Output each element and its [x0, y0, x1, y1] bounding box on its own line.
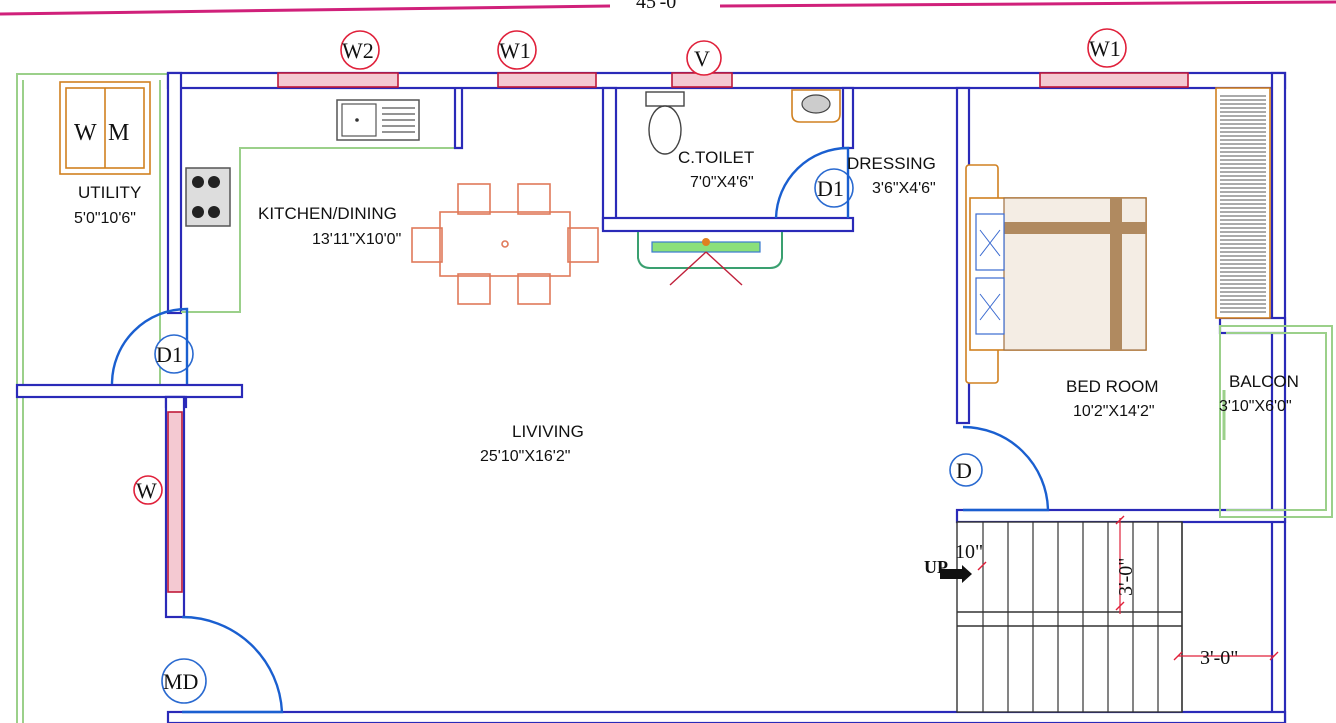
door-d-bedroom: [962, 425, 1050, 512]
wc: [645, 91, 685, 155]
top-dimension-label: 45'-0": [636, 0, 684, 13]
door-md: [181, 615, 284, 714]
window-w1-left: [497, 72, 597, 88]
toilet-name: C.TOILET: [678, 148, 754, 167]
stair-tread-label: 10": [955, 541, 983, 563]
living-dims: 25'10"X16'2": [480, 448, 570, 465]
tag-d1-utility: D1: [156, 342, 183, 367]
utility-name: UTILITY: [78, 183, 141, 202]
wm-letter-w: W: [74, 120, 97, 146]
stair-width-label: 3'-0": [1115, 558, 1137, 596]
kitchen-sink: [336, 99, 420, 141]
tag-d1-toilet: D1: [817, 176, 844, 201]
tag-w-living: W: [136, 478, 157, 503]
wash-basin: [791, 89, 841, 123]
bedroom-name: BED ROOM: [1066, 377, 1159, 396]
window-w1-right: [1039, 72, 1189, 88]
washing-machine: W M: [59, 81, 151, 175]
stair-up-label: UP: [924, 557, 948, 577]
wm-letter-m: M: [108, 120, 129, 146]
balcony-name: BALCON: [1229, 372, 1299, 391]
living-name: LIVIVING: [512, 422, 584, 441]
utility-dims: 5'0"10'6": [74, 210, 136, 227]
bedroom-dims: 10'2"X14'2": [1073, 403, 1155, 420]
tag-w1-right: W1: [1089, 36, 1121, 61]
tag-md: MD: [163, 669, 198, 694]
doors: [110, 146, 1050, 714]
door-d1-toilet: [774, 146, 850, 219]
windows: [167, 72, 1189, 593]
door-d1-utility: [110, 307, 189, 385]
dining-table: [411, 183, 599, 305]
stair-landing-label: 3'-0": [1200, 647, 1238, 669]
tag-d-bedroom: D: [956, 458, 972, 483]
tag-w1-left: W1: [499, 38, 531, 63]
toilet-dims: 7'0"X4'6": [690, 174, 754, 191]
stove: [185, 167, 231, 227]
window-w2: [277, 72, 399, 88]
tv-unit: [637, 232, 783, 286]
top-dimension-line: 45'-0": [0, 0, 1336, 16]
bed: [965, 164, 1147, 384]
window-w-living: [167, 411, 183, 593]
wardrobe: [1215, 87, 1271, 319]
dressing-dims: 3'6"X4'6": [872, 180, 936, 197]
kitchen-dims: 13'11"X10'0": [312, 231, 401, 248]
tag-v: V: [694, 46, 710, 71]
opening-tags: W2 W1 V W1 W D1 D1 D MD: [133, 28, 1127, 704]
utility-outline: [16, 73, 168, 723]
dressing-name: DRESSING: [847, 154, 936, 173]
kitchen-name: KITCHEN/DINING: [258, 204, 397, 223]
balcony-dims: 3'10"X6'0": [1219, 398, 1292, 415]
tag-w2: W2: [342, 38, 374, 63]
balcony-outline: [1219, 325, 1333, 518]
staircase: [940, 515, 1279, 713]
